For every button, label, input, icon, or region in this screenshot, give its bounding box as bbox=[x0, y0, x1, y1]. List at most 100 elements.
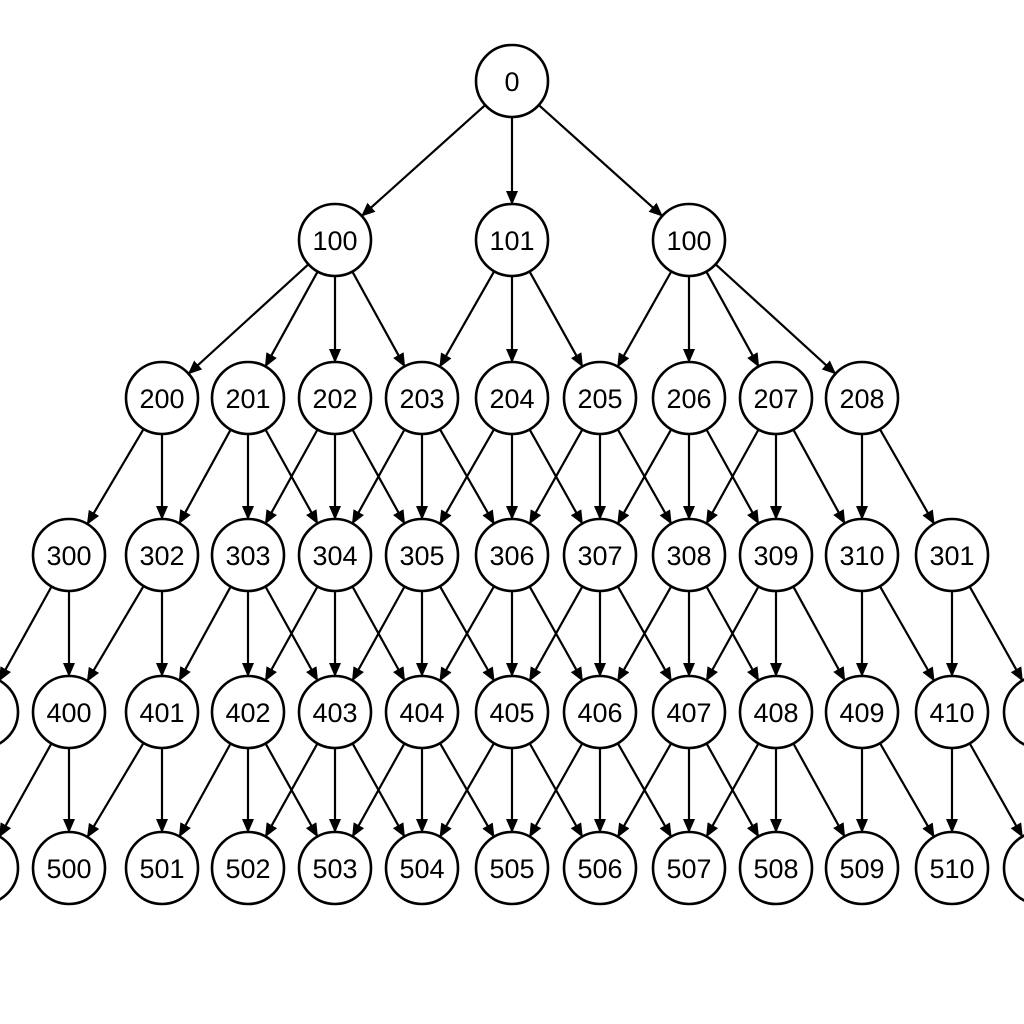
node-label: 408 bbox=[753, 698, 798, 728]
graph-node: 208 bbox=[824, 360, 900, 436]
graph-node: 302 bbox=[124, 517, 200, 593]
node-circle bbox=[210, 360, 286, 436]
node-label: 300 bbox=[46, 541, 91, 571]
node-label: 309 bbox=[753, 541, 798, 571]
node-label: 507 bbox=[666, 854, 711, 884]
edge-arrow bbox=[879, 742, 935, 838]
node-circle bbox=[914, 517, 990, 593]
node-label: 202 bbox=[312, 384, 357, 414]
edge-arrow bbox=[528, 428, 584, 525]
node-label: 404 bbox=[399, 698, 444, 728]
node-circle bbox=[297, 830, 373, 906]
node-label: 0 bbox=[504, 67, 519, 97]
node-label: 302 bbox=[139, 541, 184, 571]
node-label: 208 bbox=[839, 384, 884, 414]
node-circle bbox=[474, 517, 550, 593]
graph-node: 100 bbox=[297, 202, 373, 278]
node-circle bbox=[210, 517, 286, 593]
node-circle bbox=[738, 830, 814, 906]
graph-node: 203 bbox=[384, 360, 460, 436]
edge-arrow bbox=[264, 585, 319, 682]
edge-arrow bbox=[361, 104, 486, 217]
edge-arrow bbox=[178, 586, 232, 682]
graph-node: 309 bbox=[738, 517, 814, 593]
node-circle bbox=[210, 830, 286, 906]
graph-node: 503 bbox=[297, 830, 373, 906]
graph-node: 400 bbox=[31, 674, 107, 750]
node-circle bbox=[0, 835, 20, 901]
node-label: 101 bbox=[489, 226, 534, 256]
node-label: 501 bbox=[139, 854, 184, 884]
node-circle bbox=[31, 517, 107, 593]
node-label: 203 bbox=[399, 384, 444, 414]
edge-arrow bbox=[792, 742, 846, 838]
graph-node: 5 bbox=[1002, 834, 1024, 902]
node-label: 406 bbox=[577, 698, 622, 728]
node-circle bbox=[562, 517, 638, 593]
graph-node: 310 bbox=[824, 517, 900, 593]
node-circle bbox=[210, 674, 286, 750]
edge-arrow bbox=[616, 742, 673, 838]
edge-arrow bbox=[705, 585, 760, 682]
node-circle bbox=[474, 830, 550, 906]
node-label: 409 bbox=[839, 698, 884, 728]
node-label: 306 bbox=[489, 541, 534, 571]
node-circle bbox=[474, 360, 550, 436]
edge-arrow bbox=[878, 585, 936, 682]
graph-node: 410 bbox=[914, 674, 990, 750]
graph-node: 202 bbox=[297, 360, 373, 436]
graph-node: 403 bbox=[297, 674, 373, 750]
graph-node: 100 bbox=[651, 202, 727, 278]
edge-arrow bbox=[439, 742, 495, 838]
node-label: 400 bbox=[46, 698, 91, 728]
node-circle bbox=[651, 830, 727, 906]
graph-node: 401 bbox=[124, 674, 200, 750]
node-circle bbox=[914, 830, 990, 906]
graph-node: 510 bbox=[914, 830, 990, 906]
edge-arrow bbox=[351, 428, 406, 525]
edge-arrow bbox=[528, 742, 584, 838]
edge-arrow bbox=[264, 428, 319, 525]
node-label: 506 bbox=[577, 854, 622, 884]
graph-node: 405 bbox=[474, 674, 550, 750]
edge-arrow bbox=[0, 742, 53, 838]
node-label: 410 bbox=[929, 698, 974, 728]
node-circle bbox=[384, 830, 460, 906]
node-circle bbox=[384, 360, 460, 436]
node-label: 307 bbox=[577, 541, 622, 571]
node-circle bbox=[124, 360, 200, 436]
node-circle bbox=[31, 830, 107, 906]
edge-arrow bbox=[705, 742, 760, 838]
graph-node: 207 bbox=[738, 360, 814, 436]
graph-node: 0 bbox=[474, 43, 550, 119]
edge-arrow bbox=[792, 429, 846, 525]
node-circle bbox=[914, 674, 990, 750]
node-label: 207 bbox=[753, 384, 798, 414]
node-circle bbox=[0, 679, 20, 745]
graph-node: 0 bbox=[0, 835, 20, 901]
node-circle bbox=[1002, 834, 1024, 902]
node-label: 308 bbox=[666, 541, 711, 571]
node-circle bbox=[124, 517, 200, 593]
edge-arrow bbox=[438, 585, 496, 682]
graph-node: 300 bbox=[31, 517, 107, 593]
node-label: 504 bbox=[399, 854, 444, 884]
node-circle bbox=[824, 674, 900, 750]
edge-arrow bbox=[351, 271, 406, 368]
graph-node: 406 bbox=[562, 674, 638, 750]
node-circle bbox=[824, 517, 900, 593]
node-circle bbox=[651, 360, 727, 436]
edge-arrow bbox=[705, 271, 760, 368]
node-label: 510 bbox=[929, 854, 974, 884]
edge-arrow bbox=[438, 428, 496, 525]
edge-arrow bbox=[351, 585, 406, 682]
node-circle bbox=[297, 202, 373, 278]
node-label: 505 bbox=[489, 854, 534, 884]
node-circle bbox=[124, 674, 200, 750]
edges-layer bbox=[0, 104, 1024, 838]
graph-node: 504 bbox=[384, 830, 460, 906]
graph-node: 500 bbox=[31, 830, 107, 906]
graph-node: 0 bbox=[0, 679, 20, 745]
node-label: 201 bbox=[225, 384, 270, 414]
